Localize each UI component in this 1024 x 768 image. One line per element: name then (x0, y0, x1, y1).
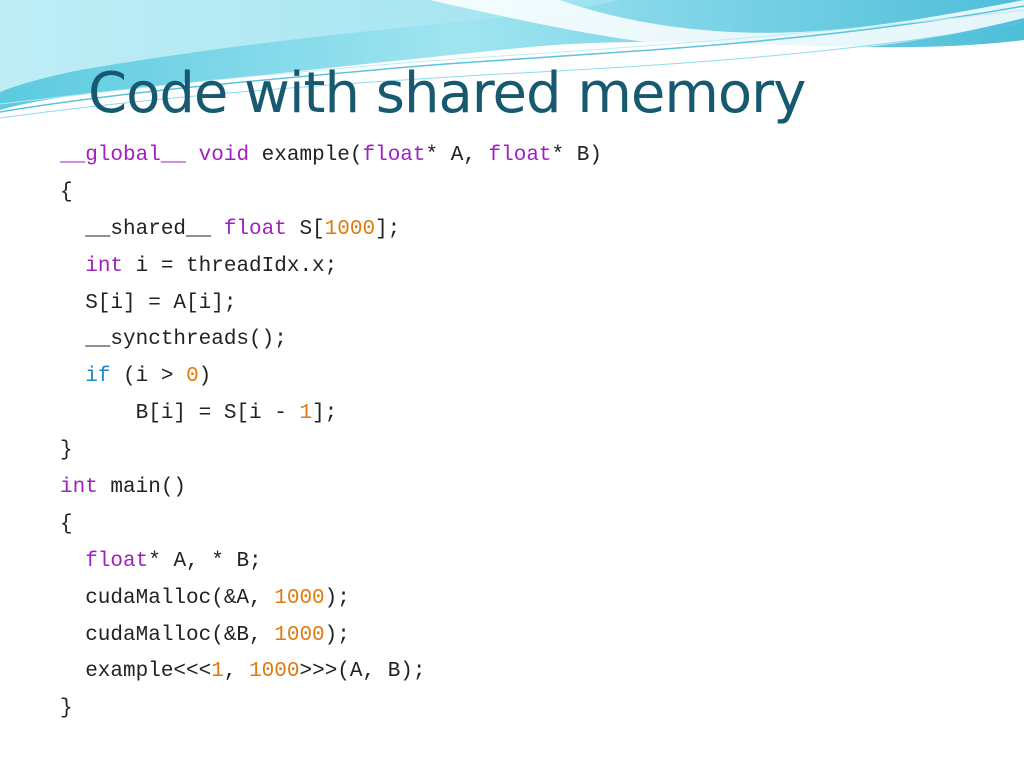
code-line: example<<<1, 1000>>>(A, B); (60, 654, 602, 691)
code-line: float* A, * B; (60, 544, 602, 581)
code-token: B[i] = S[i - (60, 402, 300, 426)
code-line: } (60, 433, 602, 470)
code-keyword: __global__ (60, 144, 187, 167)
code-keyword: float (488, 144, 552, 167)
code-line: S[i] = A[i]; (60, 286, 602, 323)
code-line: B[i] = S[i - 1]; (60, 396, 602, 433)
code-number: 1000 (324, 217, 376, 241)
code-token: i = threadIdx.x; (123, 254, 338, 278)
code-line: int i = threadIdx.x; (60, 249, 602, 286)
code-token: ]; (375, 217, 401, 241)
code-token: ); (324, 586, 350, 610)
code-line: { (60, 175, 602, 212)
code-keyword: float (362, 144, 426, 167)
slide-title: Code with shared memory (88, 61, 806, 126)
code-control-keyword: if (85, 365, 111, 389)
code-line: __shared__ float S[1000]; (60, 212, 602, 249)
code-token: >>>(A, B); (299, 660, 426, 684)
code-number: 1000 (274, 623, 325, 647)
code-token: example<<< (60, 660, 212, 684)
code-block: __global__ void example(float* A, float*… (60, 138, 602, 728)
code-token (186, 144, 199, 167)
code-token: cudaMalloc(&B, (60, 623, 275, 647)
code-line: __syncthreads(); (60, 322, 602, 359)
code-line: int main() (60, 470, 602, 507)
code-token: { (60, 180, 73, 204)
code-token: , (223, 660, 250, 684)
code-line: cudaMalloc(&A, 1000); (60, 581, 602, 618)
code-token: __syncthreads(); (60, 328, 287, 352)
code-token: * B) (551, 144, 602, 167)
code-line: } (60, 691, 602, 728)
code-token: main() (97, 476, 187, 500)
code-token: S[i] = A[i]; (60, 291, 237, 315)
code-token: } (60, 439, 73, 463)
code-line: __global__ void example(float* A, float*… (60, 138, 602, 175)
code-token: (i > (110, 365, 187, 389)
code-token: ); (324, 623, 350, 647)
code-number: 1 (299, 402, 313, 426)
code-token: ]; (312, 402, 338, 426)
code-line: if (i > 0) (60, 359, 602, 396)
header-wave-decoration (0, 0, 1024, 119)
code-token: cudaMalloc(&A, (60, 586, 275, 610)
code-token: * A, (425, 144, 489, 167)
code-token: } (60, 697, 73, 721)
code-token: * A, * B; (148, 549, 262, 573)
code-token (60, 550, 85, 573)
code-token (60, 365, 85, 388)
code-token: ) (198, 365, 212, 389)
code-number: 1000 (249, 660, 300, 684)
code-keyword: void (198, 144, 250, 167)
code-number: 1000 (274, 586, 325, 610)
code-keyword: int (60, 476, 98, 500)
code-keyword: int (85, 254, 124, 278)
code-line: cudaMalloc(&B, 1000); (60, 618, 602, 655)
code-line: { (60, 507, 602, 544)
code-keyword: float (85, 549, 149, 573)
code-token: S[ (286, 217, 325, 241)
code-token: __shared__ (60, 217, 224, 241)
code-token: { (60, 512, 73, 536)
code-number: 1 (211, 660, 224, 684)
code-token: example( (249, 144, 363, 167)
code-token (60, 255, 85, 278)
code-number: 0 (186, 365, 199, 389)
code-keyword: float (223, 217, 287, 241)
